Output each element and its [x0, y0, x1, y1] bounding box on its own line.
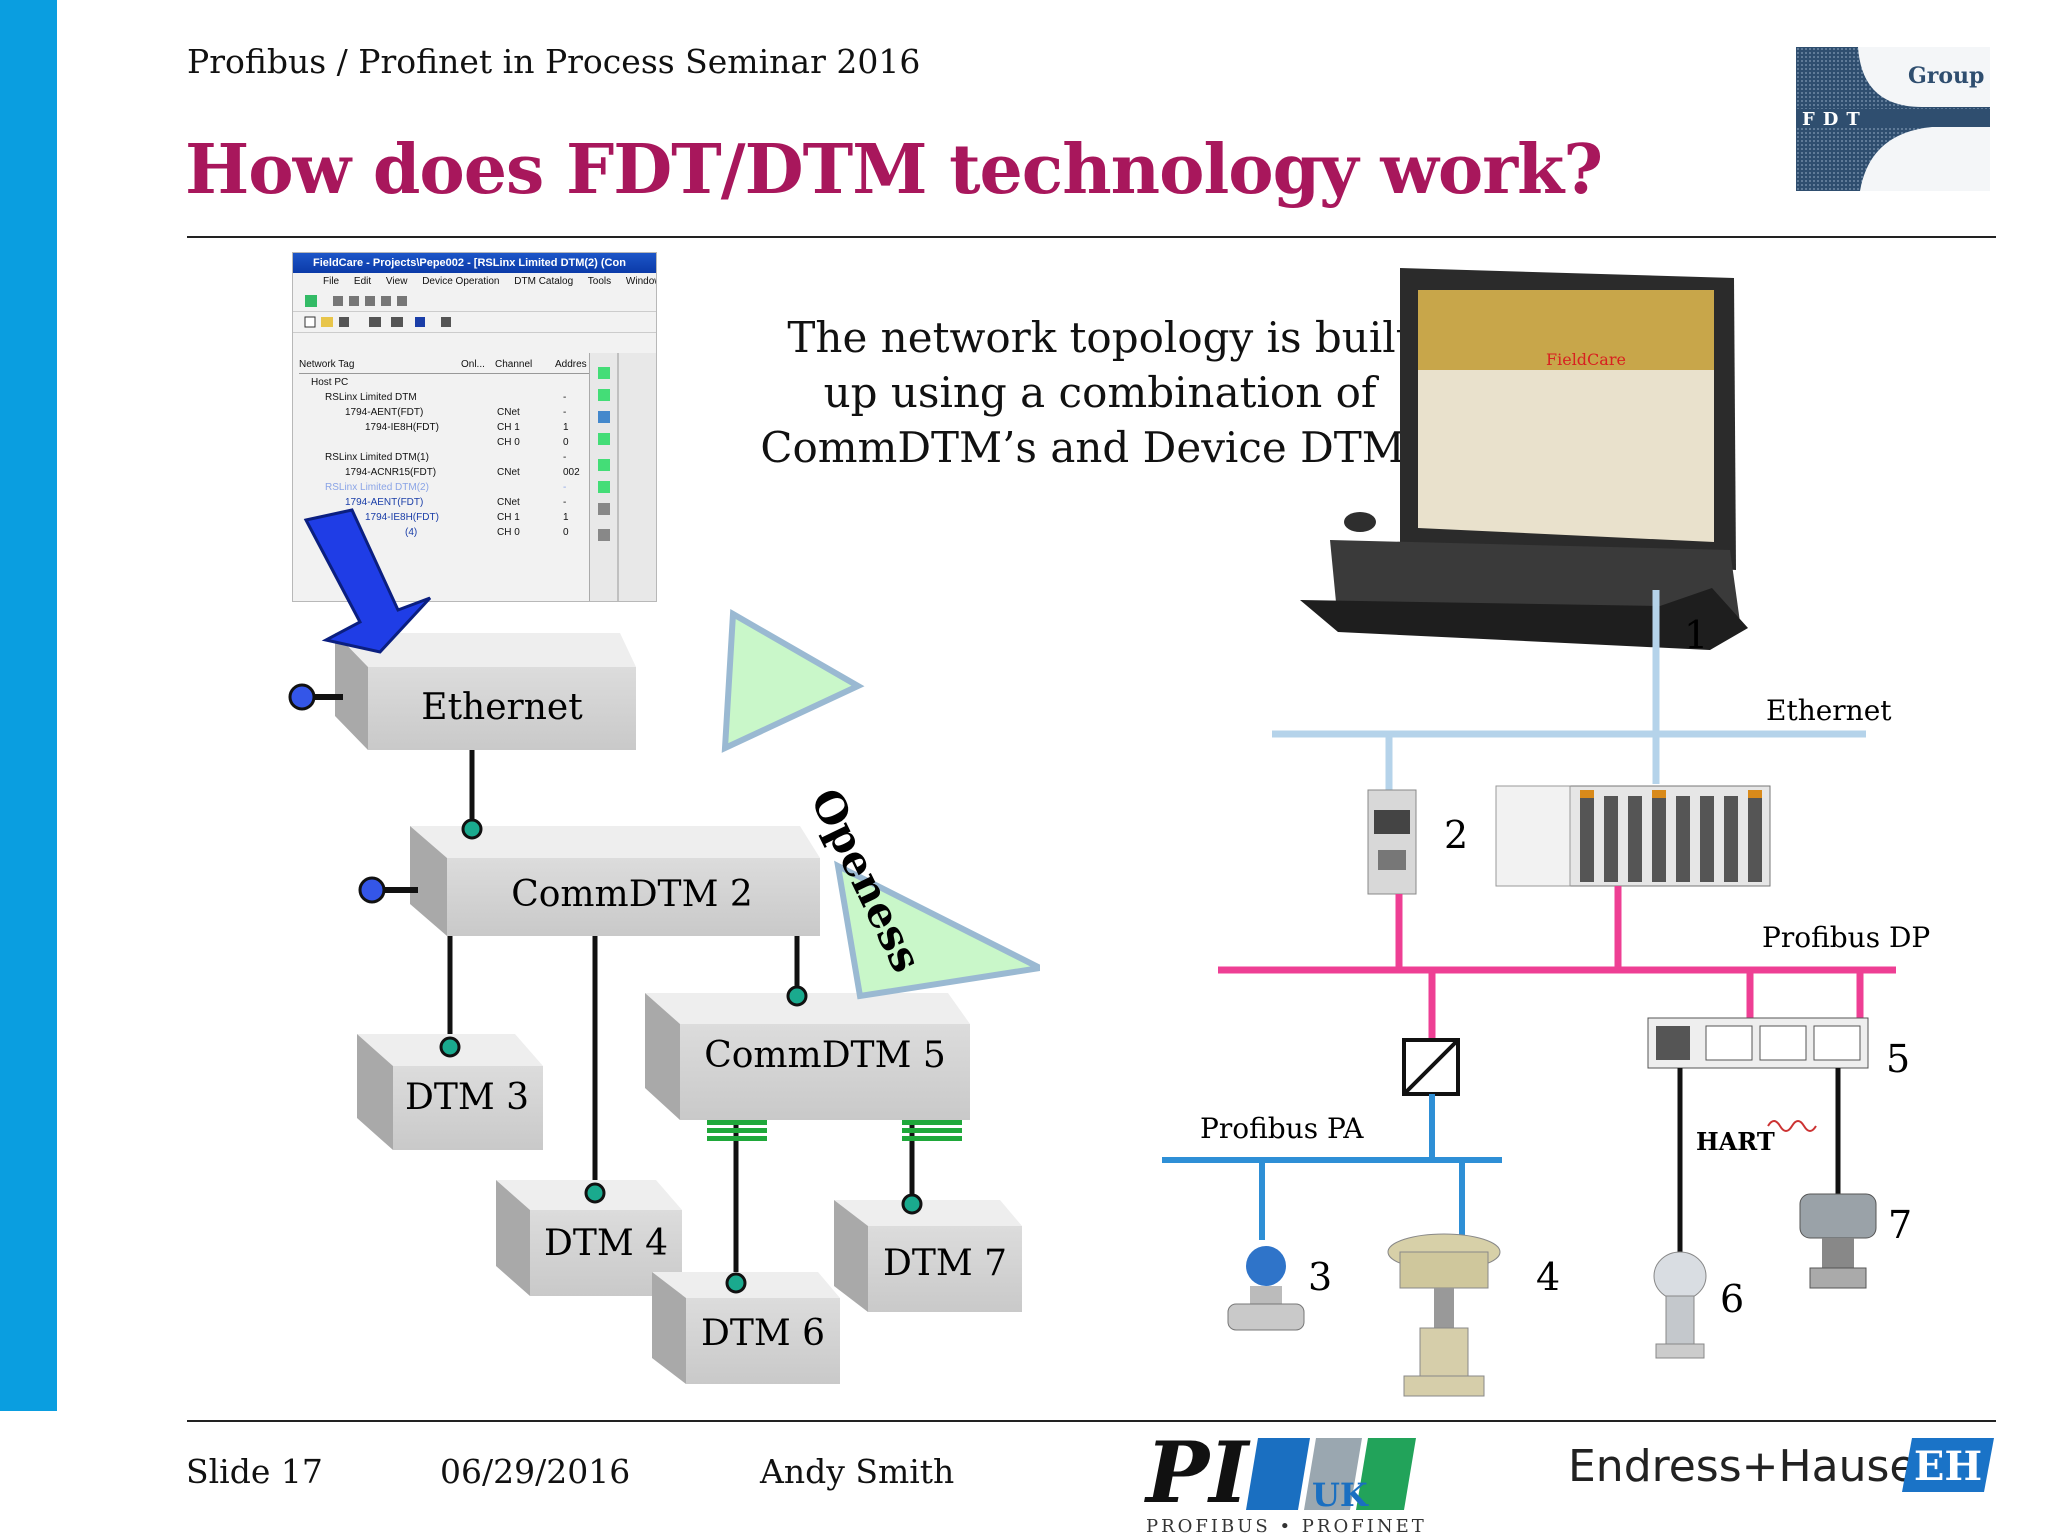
profibus-pa-label: Profibus PA	[1200, 1112, 1364, 1145]
dtm-7-box: DTM 7	[834, 1200, 1022, 1312]
fieldcare-computer-icon: FieldCare	[1300, 268, 1748, 650]
dtm-6-label: DTM 6	[701, 1313, 825, 1354]
connector-dot	[584, 1182, 606, 1204]
seminar-title: Profibus / Profinet in Process Seminar 2…	[187, 42, 921, 81]
menu-tools[interactable]: Tools	[587, 276, 612, 287]
tree-row[interactable]: 1794-AENT(FDT)CNet-	[345, 497, 567, 508]
slide-date: 06/29/2016	[440, 1452, 631, 1491]
blue-arrow-icon	[303, 508, 432, 654]
col-address[interactable]: Addres	[555, 359, 587, 370]
commdtm-5-label: CommDTM 5	[704, 1035, 946, 1076]
eh-logo: EH	[1902, 1438, 1994, 1492]
profibus-dp-label: Profibus DP	[1762, 921, 1930, 954]
network-topology-diagram: FieldCare 1 Ethernet 2 Profi	[1162, 268, 1930, 1397]
connector-dot	[439, 1036, 461, 1058]
tree-row[interactable]: RSLinx Limited DTM(1)-	[325, 452, 567, 463]
openess-arrow-top	[721, 608, 865, 753]
commdtm-2-box: CommDTM 2	[410, 826, 820, 936]
intro-text: The network topology is built up using a…	[760, 313, 1440, 472]
bottom-divider	[187, 1420, 1996, 1422]
node-label-1: 1	[1684, 613, 1708, 657]
connector-dot	[786, 985, 808, 1007]
fdt-logo-text: FDT	[1802, 109, 1868, 130]
pi-logo-text: PI	[1144, 1428, 1251, 1522]
screenshot-menubar: File Edit View Device Operation DTM Cata…	[293, 273, 656, 291]
node-label-3: 3	[1308, 1255, 1332, 1299]
slide-author: Andy Smith	[760, 1452, 955, 1491]
screenshot-toolbar-1	[293, 291, 656, 312]
endress-hauser-text: Endress+Hauser	[1568, 1441, 1935, 1492]
control-valve-icon	[1387, 1233, 1501, 1397]
col-channel[interactable]: Channel	[495, 359, 533, 370]
menu-window[interactable]: Window	[625, 276, 656, 287]
dtm-hierarchy-diagram: Ethernet CommDTM 2 CommDTM 5 DTM 3 DTM 4	[288, 508, 1040, 1384]
menu-device-operation[interactable]: Device Operation	[422, 276, 500, 287]
menu-view[interactable]: View	[385, 276, 408, 287]
ethernet-bus	[1272, 590, 1866, 798]
screenshot-toolbar-2	[293, 312, 656, 333]
tree-row[interactable]: Host PC	[311, 377, 349, 388]
profibus-pa-bus	[1162, 1094, 1502, 1240]
screenshot-right-panel	[589, 353, 656, 601]
dtm-7-label: DTM 7	[883, 1243, 1007, 1284]
gateway-device-icon	[1367, 789, 1417, 895]
dtm-6-box: DTM 6	[652, 1272, 840, 1384]
connector-dot	[461, 818, 483, 840]
ethernet-bus-label: Ethernet	[1766, 694, 1892, 727]
network-tree: Host PC RSLinx Limited DTM- 1794-AENT(FD…	[301, 375, 591, 540]
node-label-5: 5	[1886, 1037, 1910, 1081]
connector-dot	[725, 1272, 747, 1294]
green-port-icon	[707, 1120, 962, 1141]
pressure-transmitter-7-icon	[1799, 1193, 1877, 1289]
node-label-4: 4	[1536, 1255, 1560, 1299]
slide-number: Slide 17	[186, 1452, 323, 1491]
tree-row[interactable]: 1794-AENT(FDT)CNet-	[345, 407, 567, 418]
col-network-tag[interactable]: Network Tag	[299, 359, 355, 370]
ethernet-dtm-box: Ethernet	[335, 633, 636, 750]
plc-rack-icon	[1495, 785, 1771, 887]
ethernet-port-icon	[288, 683, 316, 711]
remote-io-icon	[1647, 1017, 1869, 1069]
pi-uk-logo: PI UK PROFIBUS • PROFINET	[1144, 1428, 1427, 1536]
connector-dot	[901, 1193, 923, 1215]
eh-logo-text: EH	[1914, 1443, 1982, 1490]
node-label-6: 6	[1720, 1277, 1744, 1321]
hart-logo-label: HART	[1696, 1127, 1775, 1156]
commdtm-5-box: CommDTM 5	[645, 993, 970, 1120]
fdt-logo-group: Group	[1908, 63, 1984, 89]
monitor-label: FieldCare	[1546, 350, 1626, 369]
tree-row[interactable]: RSLinx Limited DTM(2)-	[325, 482, 567, 493]
tree-row[interactable]: RSLinx Limited DTM-	[325, 392, 567, 403]
openess-arrow-bottom	[834, 860, 1040, 1000]
dp-pa-coupler-icon	[1402, 1038, 1460, 1096]
menu-edit[interactable]: Edit	[353, 276, 372, 287]
top-divider	[187, 236, 1996, 238]
menu-dtm-catalog[interactable]: DTM Catalog	[514, 276, 574, 287]
ethernet-dtm-label: Ethernet	[421, 687, 583, 728]
tree-header: Network Tag Onl... Channel Addres	[299, 359, 589, 374]
commdtm-2-label: CommDTM 2	[511, 874, 753, 915]
page-title: How does FDT/DTM technology work?	[185, 130, 1603, 210]
pi-logo-subtitle: PROFIBUS • PROFINET	[1146, 1516, 1427, 1536]
screenshot-title: FieldCare - Projects\Pepe002 - [RSLinx L…	[293, 253, 656, 273]
node-label-2: 2	[1444, 813, 1468, 857]
fdt-group-logo: Group FDT	[1796, 47, 1990, 191]
node-label-7: 7	[1888, 1203, 1912, 1247]
profibus-dp-bus	[1218, 886, 1896, 1038]
hart-wiring	[1677, 1068, 1841, 1260]
hart-transmitter-6-icon	[1653, 1251, 1707, 1359]
col-online[interactable]: Onl...	[461, 359, 485, 370]
menu-file[interactable]: File	[323, 276, 340, 287]
flowmeter-device-icon	[1227, 1246, 1305, 1331]
dtm-3-label: DTM 3	[405, 1077, 529, 1118]
dtm-4-label: DTM 4	[544, 1223, 668, 1264]
left-accent-bar	[0, 0, 57, 1411]
pi-logo-uk: UK	[1312, 1476, 1369, 1514]
commdtm-2-port-icon	[358, 876, 386, 904]
